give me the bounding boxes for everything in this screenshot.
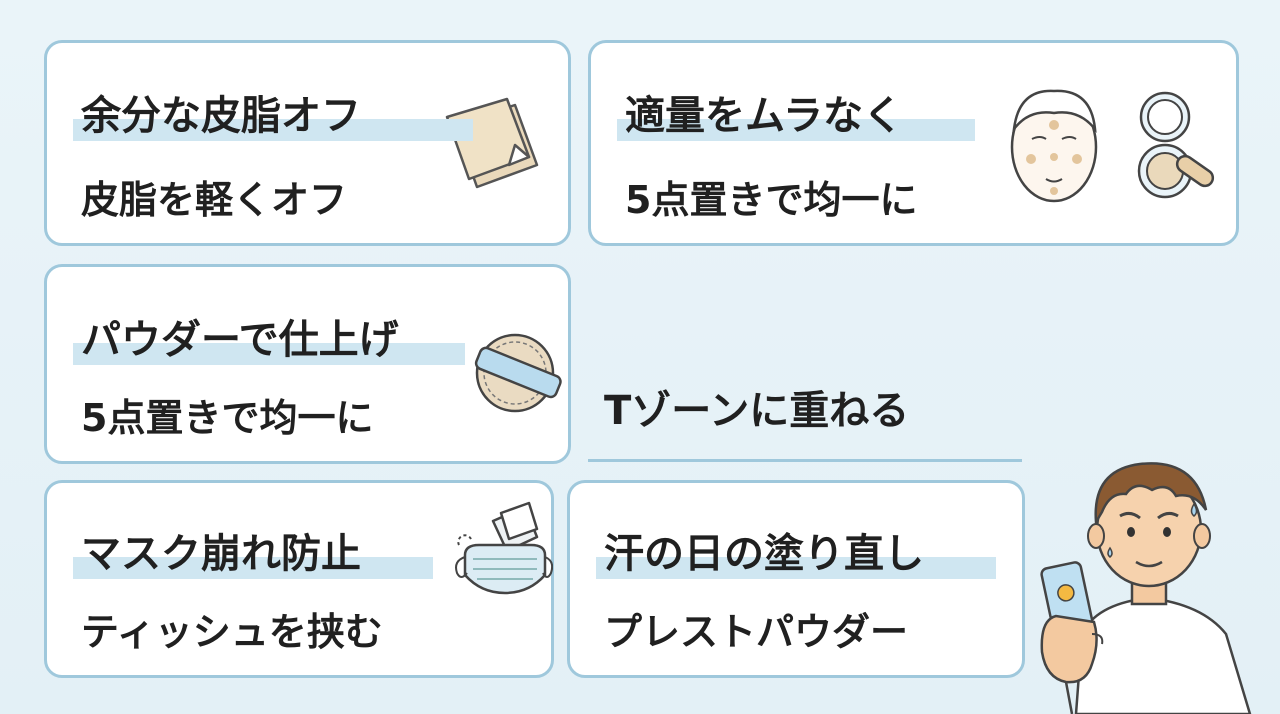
card-title: マスク崩れ防止: [81, 531, 361, 577]
divider: [588, 459, 1022, 462]
card-mask-prevention: マスク崩れ防止 ティッシュを挟む: [44, 480, 554, 678]
title-highlight: [73, 119, 473, 141]
title-highlight: [596, 557, 996, 579]
tzone-label: Tゾーンに重ねる: [604, 388, 910, 434]
card-subtitle: 5点置きで均一に: [625, 178, 918, 222]
face-dots-icon: [1010, 89, 1098, 203]
card-subtitle: 5点置きで均一に: [81, 396, 374, 440]
card-subtitle: ティッシュを挟む: [81, 610, 383, 654]
man-holding-sunscreen-icon: [1040, 462, 1252, 714]
card-subtitle: プレストパウダー: [604, 610, 909, 654]
title-highlight: [73, 557, 433, 579]
card-title: パウダーで仕上げ: [81, 317, 399, 363]
powder-puff-icon: [474, 333, 562, 413]
mask-tissue-icon: [455, 501, 553, 595]
card-title: 適量をムラなく: [625, 93, 903, 139]
title-highlight: [617, 119, 975, 141]
card-even-application: 適量をムラなく 5点置きで均一に: [588, 40, 1239, 246]
oil-blotting-paper-icon: [445, 97, 539, 189]
card-title: 汗の日の塗り直し: [604, 531, 924, 577]
card-title: 余分な皮脂オフ: [81, 93, 361, 139]
card-oil-off: 余分な皮脂オフ 皮脂を軽くオフ: [44, 40, 571, 246]
card-subtitle: 皮脂を軽くオフ: [81, 178, 348, 222]
card-sweat-reapply: 汗の日の塗り直し プレストパウダー: [567, 480, 1025, 678]
card-powder-finish: パウダーで仕上げ 5点置きで均一に: [44, 264, 571, 464]
title-highlight: [73, 343, 465, 365]
compact-mirror-icon: [1137, 91, 1215, 199]
